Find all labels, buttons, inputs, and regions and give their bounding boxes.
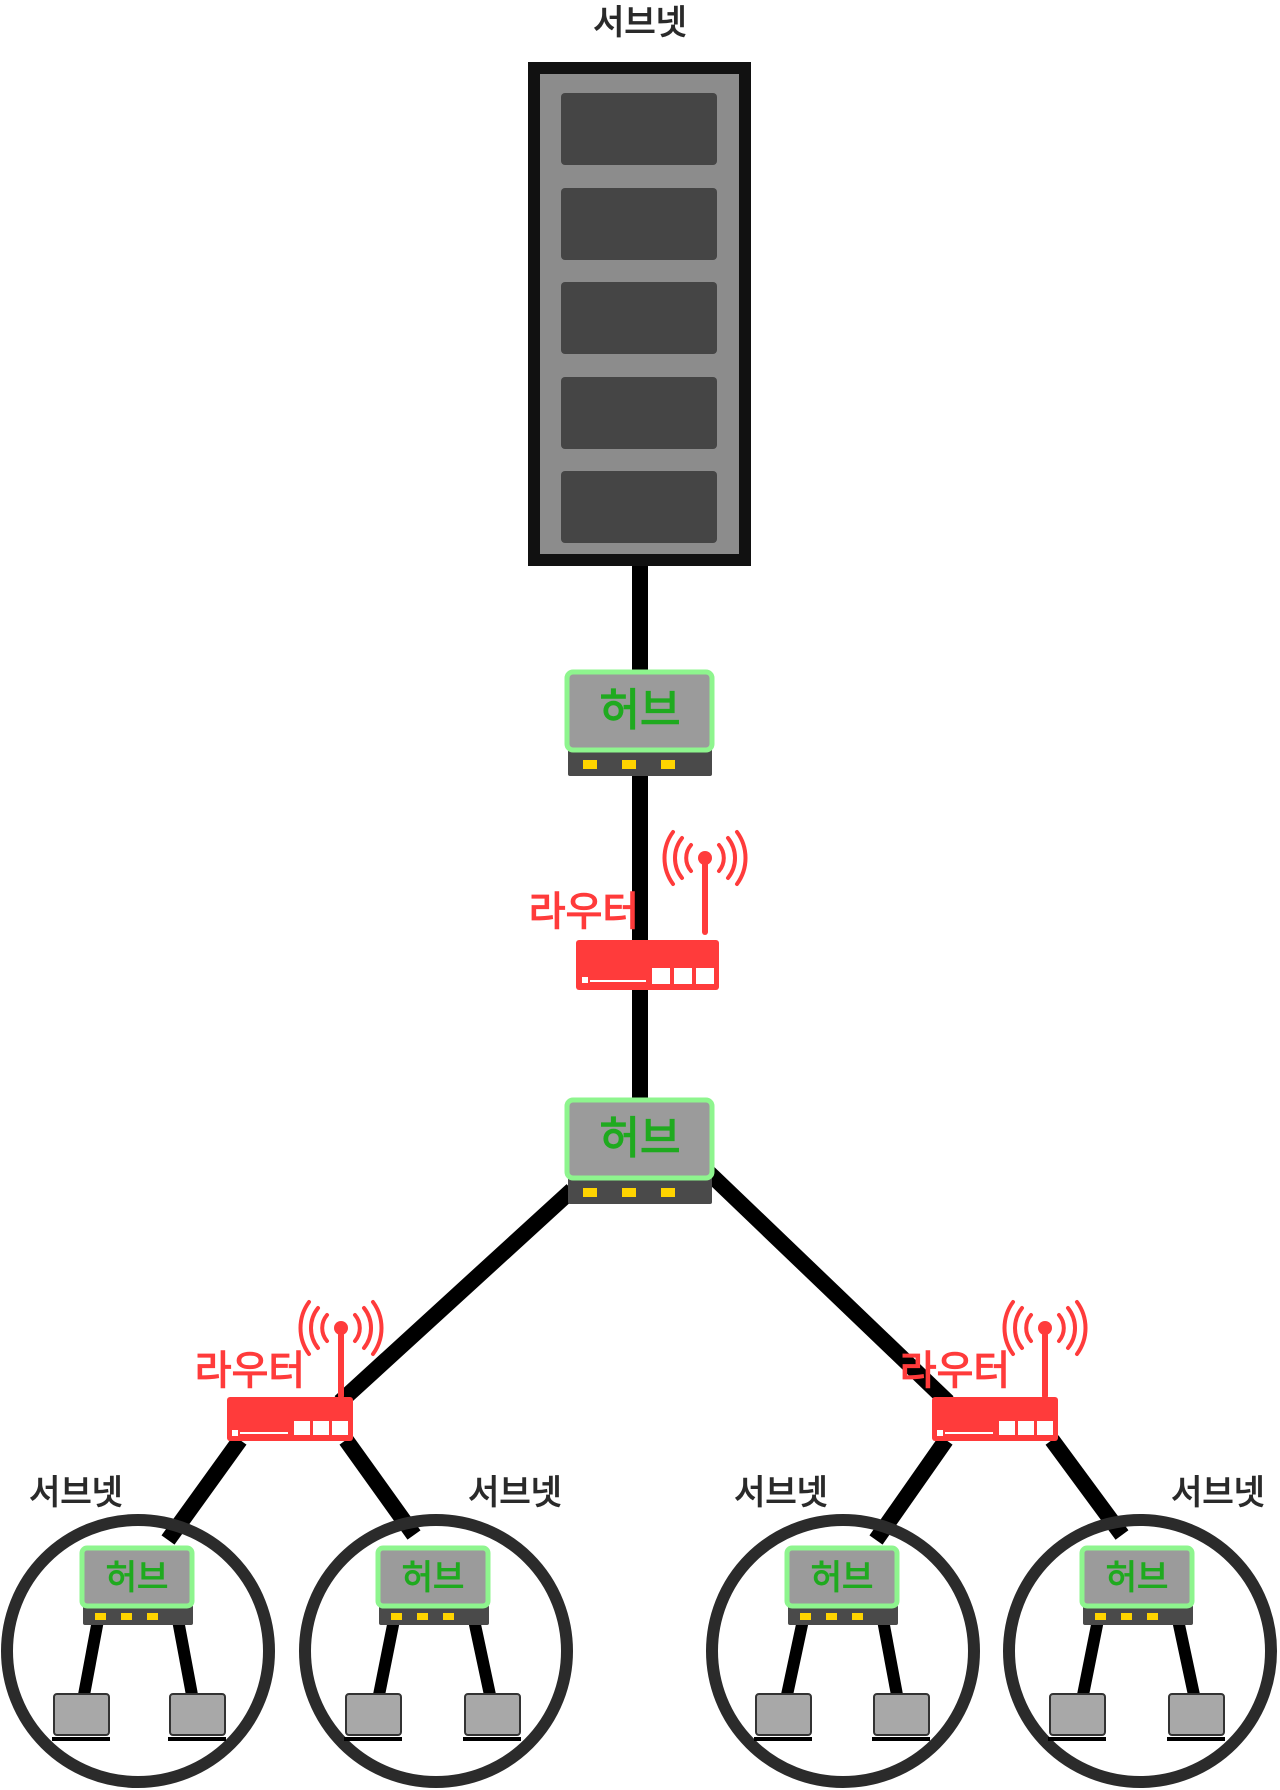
router-left: 라우터 <box>195 1300 384 1441</box>
antenna-signal-icon <box>662 830 748 935</box>
hub-label: 허브 <box>1106 1558 1169 1598</box>
hub-top: 허브 <box>564 669 715 776</box>
hub-ports <box>1095 1613 1158 1620</box>
subnet-label: 서브넷 <box>1171 1473 1265 1513</box>
router-ports <box>937 1421 1053 1436</box>
router-label: 라우터 <box>195 1348 305 1394</box>
hub-ports <box>583 760 675 769</box>
hub-base <box>788 1605 898 1625</box>
server-rack <box>528 62 751 566</box>
subnet-ring <box>299 1514 573 1788</box>
server-slot <box>561 93 717 165</box>
hub-face <box>564 1097 715 1181</box>
computer-icon <box>168 1693 226 1741</box>
hub-base <box>1083 1605 1193 1625</box>
hub-label: 허브 <box>106 1558 169 1598</box>
hub-label: 허브 <box>600 1113 681 1164</box>
hub-label: 허브 <box>402 1558 465 1598</box>
router-center: 라우터 <box>529 830 748 990</box>
hub-ports <box>95 1613 158 1620</box>
hub-ports <box>800 1613 863 1620</box>
subnet-label: 서브넷 <box>734 1473 828 1513</box>
hub-face <box>1079 1545 1195 1609</box>
hub-base <box>83 1605 193 1625</box>
server-slot <box>561 188 717 260</box>
subnet-ring <box>1 1514 275 1788</box>
link-hub-left-router <box>334 1184 578 1408</box>
hub-label: 허브 <box>811 1558 874 1598</box>
hub-ports <box>583 1188 675 1197</box>
computer-icon <box>52 1693 110 1741</box>
subnet-4: 서브넷 허브 <box>1003 1473 1277 1788</box>
subnet-1: 서브넷 허브 <box>1 1473 275 1788</box>
router-ports <box>232 1421 348 1436</box>
hub-label: 허브 <box>600 685 681 736</box>
computer-icon <box>754 1693 812 1741</box>
hub-face <box>375 1545 491 1609</box>
server-subnet-label: 서브넷 <box>593 3 687 43</box>
antenna-signal-icon <box>1002 1300 1088 1399</box>
computer-icon <box>1048 1693 1106 1741</box>
subnet-label: 서브넷 <box>468 1473 562 1513</box>
computer-icon <box>344 1693 402 1741</box>
hub-ports <box>391 1613 454 1620</box>
subnet-ring <box>1003 1514 1277 1788</box>
link-hub-right-router <box>702 1166 954 1408</box>
antenna-signal-icon <box>298 1300 384 1399</box>
router-right: 라우터 <box>900 1300 1088 1441</box>
subnet-ring <box>706 1514 980 1788</box>
server-slot <box>561 282 717 354</box>
hub-face <box>79 1545 195 1609</box>
hub-face <box>564 669 715 753</box>
hub-face <box>784 1545 900 1609</box>
subnet-3: 서브넷 허브 <box>706 1473 980 1788</box>
computer-icon <box>463 1693 521 1741</box>
subnet-label: 서브넷 <box>29 1473 123 1513</box>
router-label: 라우터 <box>900 1348 1010 1394</box>
computer-icon <box>1167 1693 1225 1741</box>
hub-base <box>379 1605 489 1625</box>
hub-base <box>568 1176 712 1204</box>
hub-middle: 허브 <box>564 1097 715 1204</box>
subnet-2: 서브넷 허브 <box>299 1473 573 1788</box>
router-label: 라우터 <box>529 889 639 935</box>
network-links <box>161 560 1129 1545</box>
computer-icon <box>872 1693 930 1741</box>
server-slot <box>561 471 717 543</box>
router-ports <box>582 968 714 984</box>
hub-base <box>568 748 712 776</box>
server-slot <box>561 377 717 449</box>
